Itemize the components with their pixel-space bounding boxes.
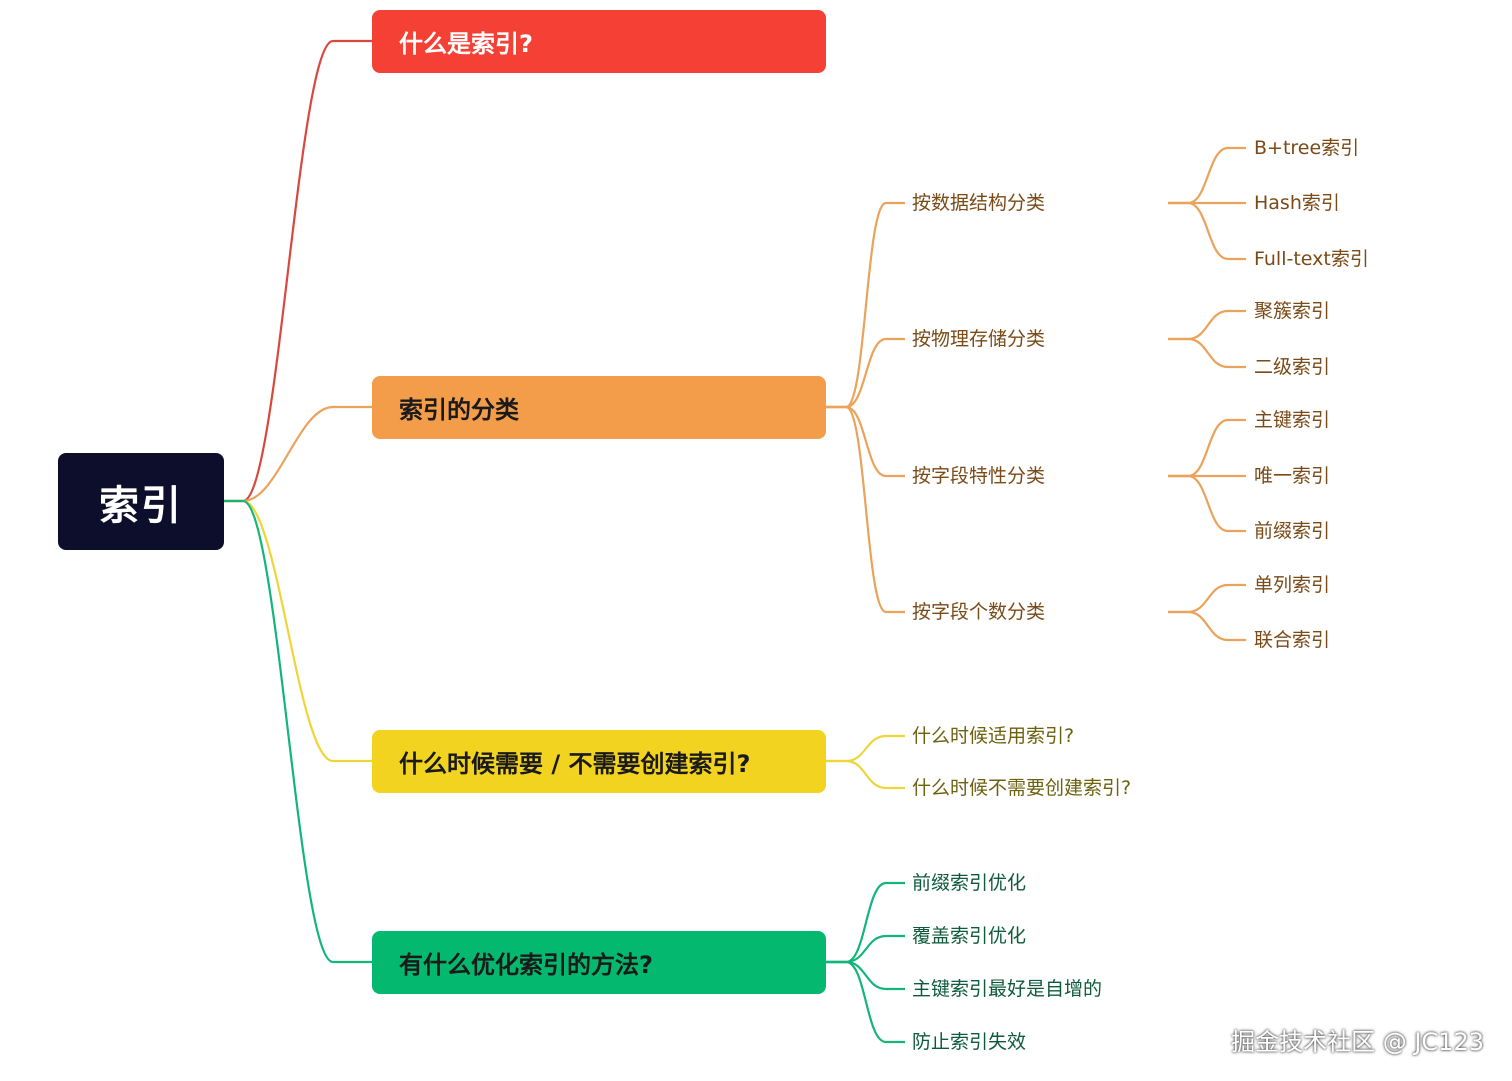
connector-class-l2 [826,201,905,409]
node-by-physical-storage[interactable]: 按物理存储分类 [912,328,1046,350]
leaf-single-column-index[interactable]: 单列索引 [1254,574,1331,596]
connector-class-l3 [1168,337,1246,369]
connector-class-l3 [1168,583,1246,614]
connector-class-l2 [826,405,905,478]
leaf-btree-index[interactable]: B+tree索引 [1254,137,1360,159]
connector-root-to-classification [224,405,372,503]
connector-opt-l2 [826,960,905,991]
leaf-fulltext-index[interactable]: Full-text索引 [1254,248,1369,270]
connector-class-l3 [1168,418,1246,478]
leaf-primary-key-index[interactable]: 主键索引 [1254,409,1331,431]
connector-root-to-optimization [224,499,372,964]
branch-what-is-index[interactable]: 什么是索引? [372,10,826,73]
leaf-clustered-index[interactable]: 聚簇索引 [1254,300,1331,322]
connector-when-l2 [826,734,905,763]
node-prefix-index-optimization[interactable]: 前缀索引优化 [912,872,1027,894]
node-prevent-index-invalidation[interactable]: 防止索引失效 [912,1031,1027,1053]
node-auto-increment-primary-key[interactable]: 主键索引最好是自增的 [912,978,1103,1000]
node-when-not-to-create-index[interactable]: 什么时候不需要创建索引? [912,777,1132,799]
connector-root-to-when-to-create [224,499,372,763]
leaf-composite-index[interactable]: 联合索引 [1254,629,1331,651]
connector-opt-l2 [826,934,905,964]
connector-class-l3 [1168,474,1246,533]
leaf-hash-index[interactable]: Hash索引 [1254,192,1340,214]
node-by-field-count[interactable]: 按字段个数分类 [912,601,1046,623]
connector-opt-l2 [826,960,905,1044]
connector-class-l2 [826,405,905,614]
branch-when-to-create-index[interactable]: 什么时候需要 / 不需要创建索引? [372,730,826,793]
watermark: 掘金技术社区 @ JC123 [1231,1028,1484,1056]
node-covering-index-optimization[interactable]: 覆盖索引优化 [912,925,1027,947]
node-when-to-use-index[interactable]: 什么时候适用索引? [912,725,1075,747]
connector-class-l3 [1168,610,1246,642]
leaf-secondary-index[interactable]: 二级索引 [1254,356,1331,378]
branch-index-optimization[interactable]: 有什么优化索引的方法? [372,931,826,994]
connector-class-l2 [826,337,905,409]
node-by-data-structure[interactable]: 按数据结构分类 [912,192,1046,214]
connector-class-l3 [1168,201,1246,261]
connector-root-to-what-is-index [224,39,372,503]
leaf-prefix-index[interactable]: 前缀索引 [1254,520,1331,542]
root-node[interactable]: 索引 [58,453,224,550]
leaf-unique-index[interactable]: 唯一索引 [1254,465,1331,487]
node-by-field-property[interactable]: 按字段特性分类 [912,465,1046,487]
connector-class-l3 [1168,309,1246,341]
branch-index-classification[interactable]: 索引的分类 [372,376,826,439]
connector-class-l3 [1168,146,1246,205]
connector-when-l2 [826,759,905,790]
